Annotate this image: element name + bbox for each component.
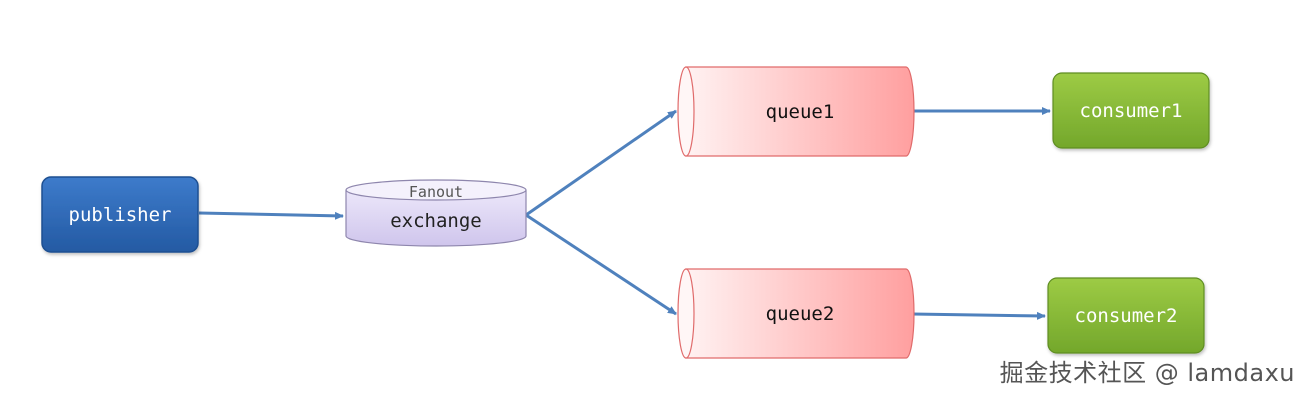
exchange-node: Fanout exchange [345, 179, 527, 247]
consumer1-node: consumer1 [1052, 72, 1210, 149]
queue1-node: queue1 [677, 66, 915, 157]
arrow-exchange-to-queue1 [525, 109, 677, 217]
arrow-exchange-to-queue2 [525, 213, 677, 316]
queue2-label: queue2 [766, 303, 835, 325]
queue1-label: queue1 [766, 101, 835, 123]
arrow-queue2-to-consumer2 [911, 311, 1046, 320]
exchange-label: exchange [390, 210, 482, 232]
publisher-label: publisher [69, 204, 172, 226]
consumer2-node: consumer2 [1047, 277, 1205, 354]
connector-arrows [198, 107, 1051, 320]
watermark-text: 掘金技术社区 @ lamdaxu [999, 359, 1295, 387]
queue2-node: queue2 [677, 268, 915, 359]
consumer2-label: consumer2 [1075, 305, 1178, 327]
publisher-node: publisher [41, 176, 199, 253]
arrow-publisher-to-exchange [198, 211, 344, 220]
consumer1-label: consumer1 [1080, 100, 1183, 122]
exchange-type-label: Fanout [409, 183, 463, 201]
